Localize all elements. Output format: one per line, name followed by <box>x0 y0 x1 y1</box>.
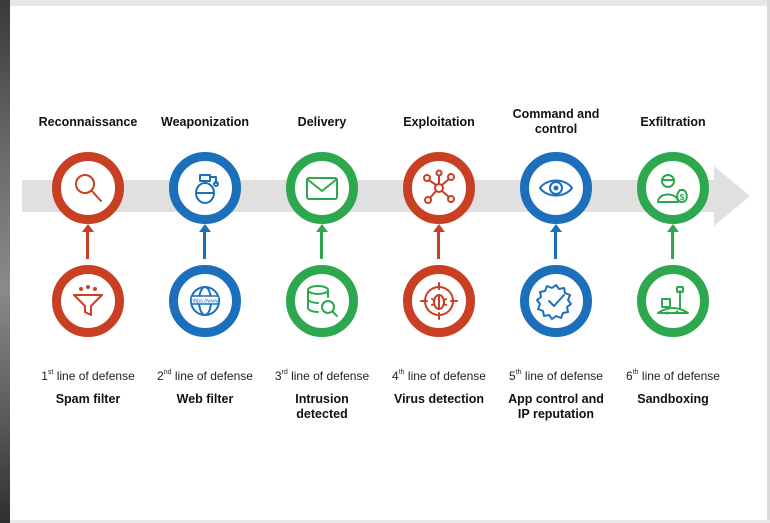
window-top-edge <box>10 0 770 6</box>
connector-line <box>320 229 323 259</box>
defense-text: line of defense <box>53 369 135 383</box>
defense-line-label: 6th line of defense <box>615 369 731 383</box>
defense-ordinal: nd <box>163 369 172 376</box>
stage-circle <box>169 152 241 224</box>
defense-tool: Sandboxing <box>637 392 709 406</box>
defense-circle <box>637 265 709 337</box>
thief-money-icon: $ <box>657 174 688 203</box>
stage-title: Exfiltration <box>640 115 706 129</box>
defense-tool: Spam filter <box>55 392 121 406</box>
defense-tool: App control and IP reputation <box>508 392 604 421</box>
defense-ordinal: th <box>515 369 522 376</box>
defense-tool: Web filter <box>176 392 234 406</box>
defense-ordinal: th <box>398 369 405 376</box>
defense-number: 4 <box>392 369 399 383</box>
connector-arrowhead <box>198 224 211 232</box>
defense-circle <box>403 265 475 337</box>
svg-text:$: $ <box>680 193 685 202</box>
connector-line <box>86 229 89 259</box>
defense-circle <box>52 265 124 337</box>
stage-title: Exploitation <box>403 115 475 129</box>
stage-circle: $ <box>637 152 709 224</box>
window-right-edge <box>767 0 770 523</box>
connector-arrowhead <box>315 224 328 232</box>
stage-circle <box>403 152 475 224</box>
defense-ordinal: st <box>47 369 54 376</box>
grenade-icon <box>195 174 219 204</box>
defense-tool: Virus detection <box>393 392 485 406</box>
stage-circle <box>286 152 358 224</box>
connector-line <box>554 229 557 259</box>
funnel-filter-icon <box>73 285 103 316</box>
gear-check-icon <box>536 284 572 320</box>
defense-circle <box>286 265 358 337</box>
connector-arrowhead <box>81 224 94 232</box>
defense-number: 5 <box>509 369 516 383</box>
defense-line-label: 2nd line of defense <box>147 369 263 383</box>
defense-ordinal: th <box>632 369 639 376</box>
defense-line-label: 5th line of defense <box>498 369 614 383</box>
stage-title: Reconnaissance <box>38 115 138 129</box>
window-left-edge <box>0 0 10 523</box>
database-search-icon <box>307 285 338 317</box>
stage-circle <box>52 152 124 224</box>
web-globe-icon: https://www <box>190 286 220 316</box>
connector-arrowhead <box>549 224 562 232</box>
defense-number: 3 <box>274 369 282 383</box>
defense-text: line of defense <box>171 369 253 383</box>
defense-tool: Intrusion detected <box>295 392 349 421</box>
defense-text: line of defense <box>287 369 370 383</box>
stage-title: Weaponization <box>161 115 249 129</box>
magnifier-icon <box>75 174 102 202</box>
connector-line <box>671 229 674 259</box>
connector-arrowhead <box>432 224 445 232</box>
defense-line-label: 3rd line of defense <box>264 369 380 383</box>
defense-text: line of defense <box>404 369 486 383</box>
sandbox-icon <box>657 286 689 315</box>
stage-title: Delivery <box>297 115 347 129</box>
eye-icon <box>539 179 573 197</box>
stage-circle <box>520 152 592 224</box>
bug-target-icon <box>420 282 458 320</box>
defense-circle: https://www <box>169 265 241 337</box>
defense-text: line of defense <box>521 369 603 383</box>
connector-arrowhead <box>666 224 679 232</box>
connector-line <box>437 229 440 259</box>
defense-number: 1 <box>41 369 48 383</box>
svg-text:https://www: https://www <box>191 299 219 305</box>
window-bottom-edge <box>10 520 770 523</box>
defense-circle <box>520 265 592 337</box>
network-nodes-icon <box>423 169 455 204</box>
envelope-icon <box>306 177 338 200</box>
connector-line <box>203 229 206 259</box>
defense-number: 6 <box>626 369 633 383</box>
defense-number: 2 <box>157 369 164 383</box>
stage-title: Command and control <box>512 107 600 136</box>
defense-text: line of defense <box>638 369 720 383</box>
defense-line-label: 1st line of defense <box>30 369 146 383</box>
defense-line-label: 4th line of defense <box>381 369 497 383</box>
defense-ordinal: rd <box>281 369 288 376</box>
